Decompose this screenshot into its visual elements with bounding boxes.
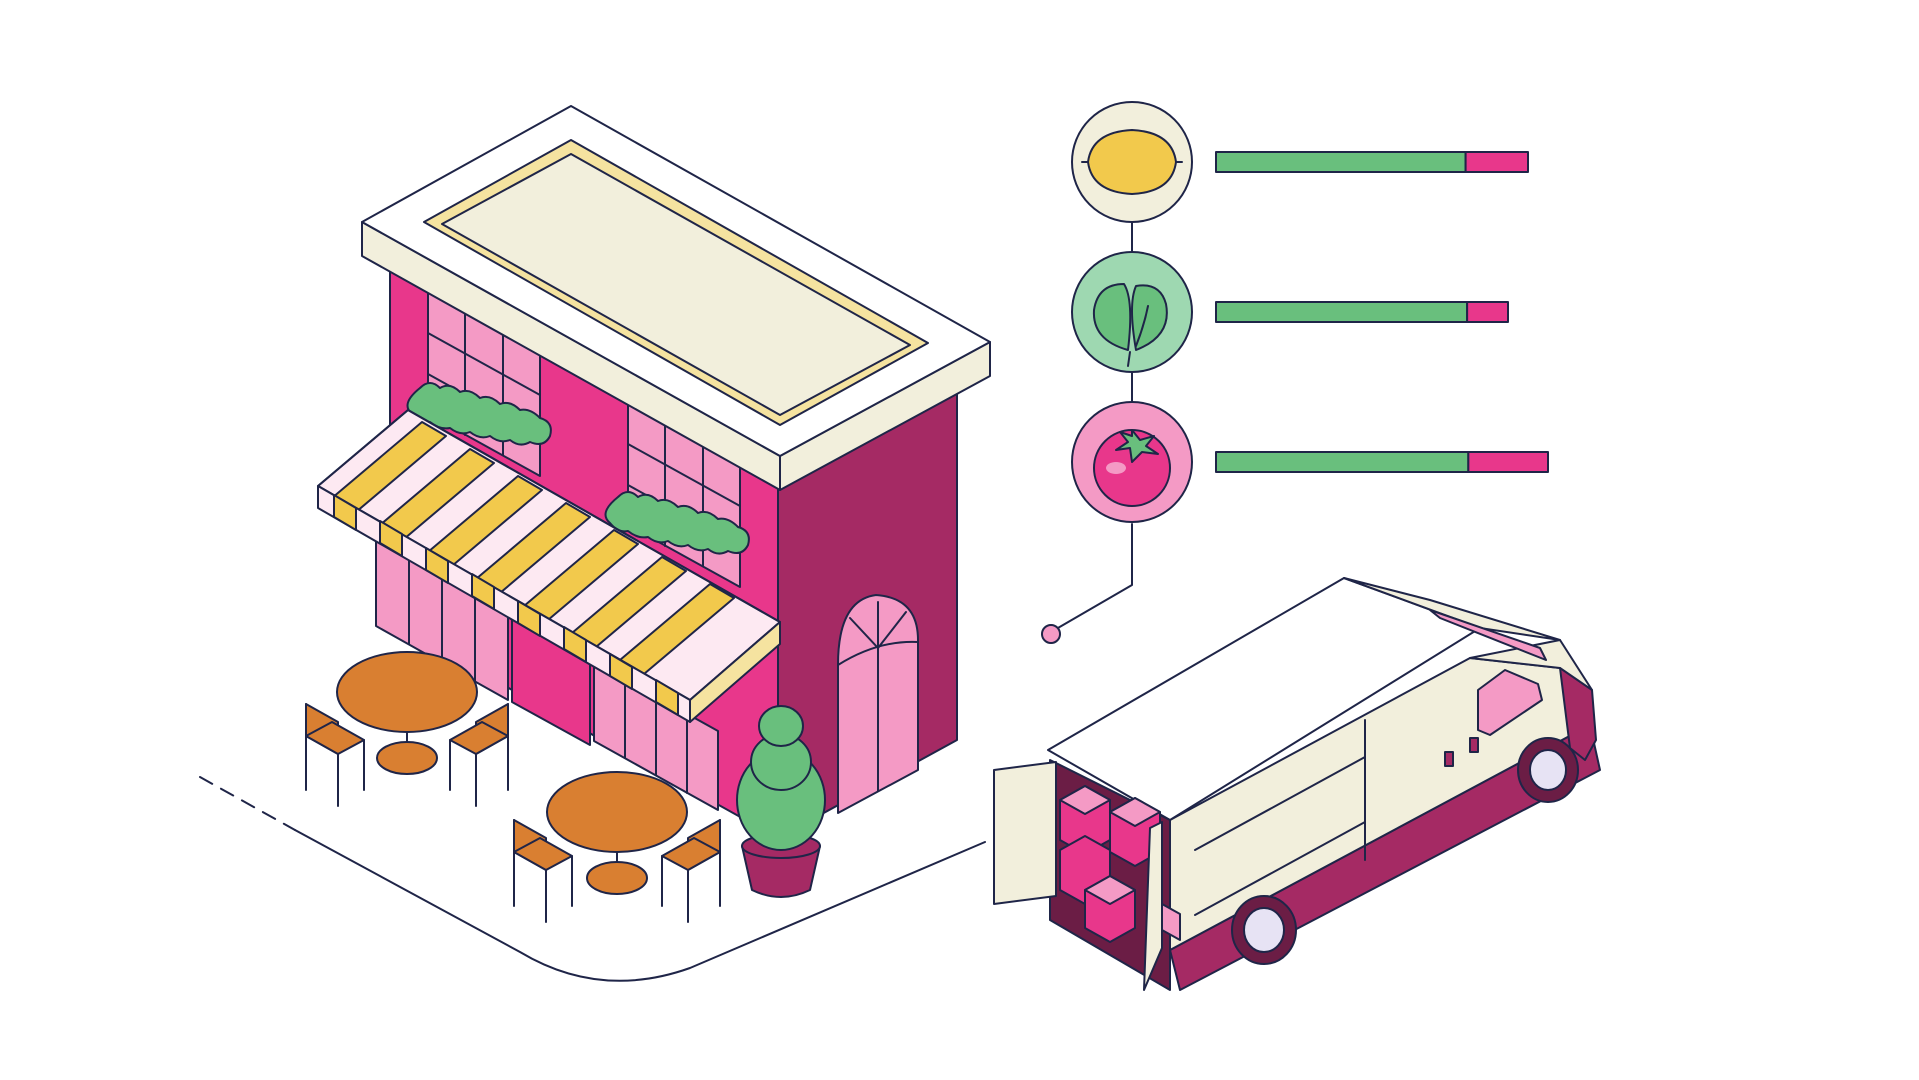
table-top bbox=[336, 651, 478, 733]
produce-level-green bbox=[1215, 451, 1470, 473]
chair bbox=[513, 819, 573, 923]
chair bbox=[661, 819, 721, 923]
table-base bbox=[376, 741, 438, 775]
van-front bbox=[1559, 667, 1597, 761]
van-rear-door-left bbox=[993, 761, 1057, 905]
table-top bbox=[546, 771, 688, 853]
produce-rows bbox=[1071, 101, 1549, 523]
arched-side-window bbox=[837, 594, 919, 814]
van-cab-window bbox=[1477, 669, 1543, 736]
cafe-table-set-2 bbox=[513, 771, 721, 923]
flower-box-right bbox=[604, 491, 750, 555]
table-base bbox=[586, 861, 648, 895]
produce-level-pink bbox=[1464, 151, 1529, 173]
road-curb bbox=[199, 776, 986, 982]
curb-line bbox=[294, 829, 986, 982]
connector-dot bbox=[1041, 624, 1061, 644]
shop-building bbox=[317, 105, 991, 839]
produce-level-green bbox=[1215, 301, 1469, 323]
chair bbox=[449, 703, 509, 807]
produce-level-pink bbox=[1467, 451, 1549, 473]
cafe-table-set-1 bbox=[305, 651, 509, 807]
produce-row bbox=[1071, 401, 1549, 523]
delivery-van bbox=[993, 577, 1601, 991]
spinach-leaf-icon bbox=[1092, 283, 1168, 367]
van-rear-door-right bbox=[1143, 821, 1163, 991]
produce-connector bbox=[1050, 221, 1133, 633]
plant-bush-top bbox=[758, 705, 804, 747]
lemon-icon bbox=[1081, 129, 1183, 195]
striped-awning bbox=[317, 409, 781, 723]
tomato-icon bbox=[1093, 429, 1171, 507]
plant-pot bbox=[741, 845, 821, 898]
cargo-boxes bbox=[1059, 785, 1161, 943]
curb-dashed-line bbox=[199, 776, 296, 831]
topiary-plant bbox=[736, 705, 826, 898]
produce-level-pink bbox=[1466, 301, 1509, 323]
produce-row bbox=[1071, 251, 1509, 373]
roof-inner-deck bbox=[441, 153, 911, 416]
produce-row bbox=[1071, 101, 1529, 223]
produce-level-green bbox=[1215, 151, 1467, 173]
chair bbox=[305, 703, 365, 807]
